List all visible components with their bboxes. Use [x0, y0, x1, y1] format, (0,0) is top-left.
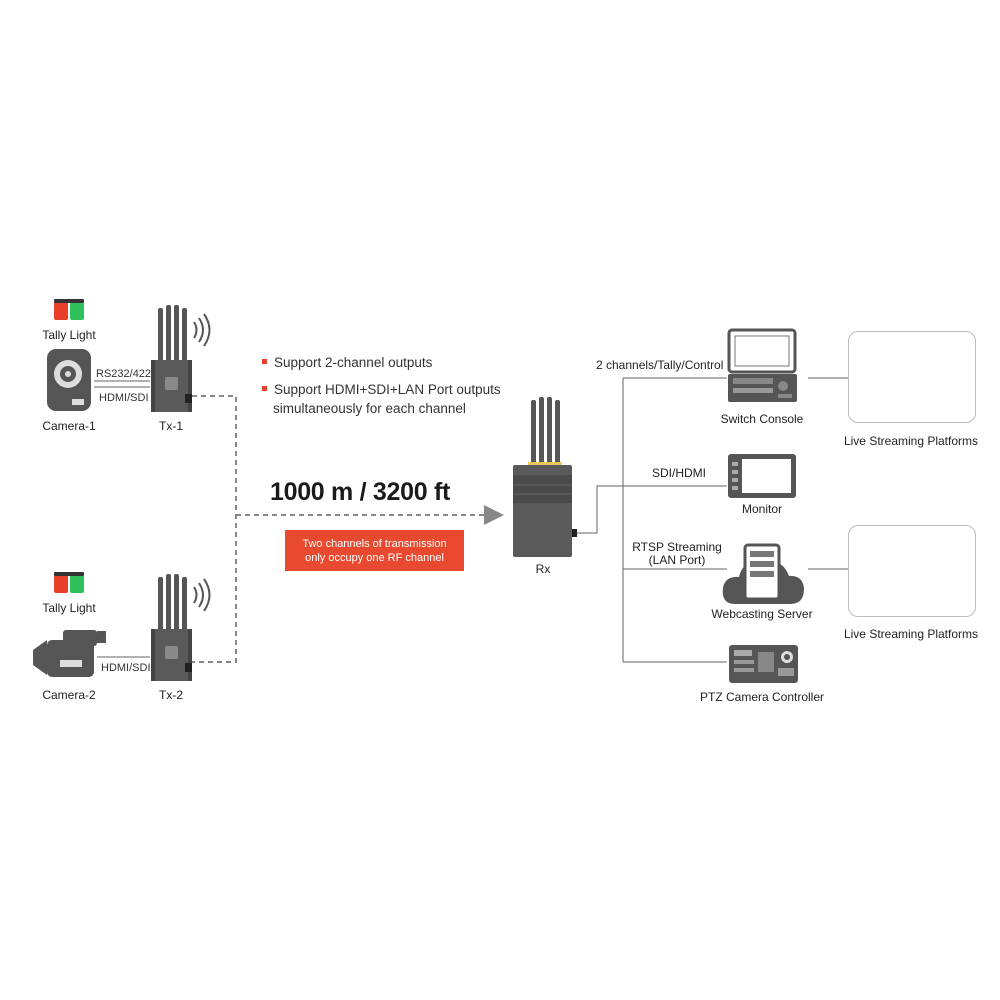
feature-bullet-2-cont: simultaneously for each channel [273, 400, 466, 418]
streaming-platform-box-2 [848, 525, 976, 617]
feature-text-2: Support HDMI+SDI+LAN Port outputs [274, 382, 501, 397]
camera-1-link-top-label: RS232/422 [96, 368, 152, 380]
switch-console-label: Switch Console [720, 412, 804, 426]
tx-2-icon [151, 574, 211, 681]
rf-note-line-1: Two channels of transmission [302, 538, 447, 550]
ptz-controller-icon [729, 645, 798, 683]
streaming-platform-label-1: Live Streaming Platforms [843, 434, 979, 448]
camera-1-icon [47, 349, 91, 411]
feature-text-3: simultaneously for each channel [273, 401, 466, 416]
tally-light-1-label: Tally Light [42, 328, 96, 342]
feature-bullet-2: Support HDMI+SDI+LAN Port outputs [262, 381, 501, 399]
feature-text-1: Support 2-channel outputs [274, 355, 433, 370]
switch-link-label: 2 channels/Tally/Control [596, 358, 724, 372]
transmission-distance: 1000 m / 3200 ft [270, 478, 451, 506]
switch-console-icon [727, 328, 797, 402]
bullet-marker-icon [262, 385, 267, 391]
feature-bullet-1: Support 2-channel outputs [262, 354, 432, 372]
monitor-icon [728, 454, 796, 498]
tally-light-2-icon [54, 572, 84, 593]
ptz-controller-label: PTZ Camera Controller [699, 690, 825, 704]
webcasting-server-label: Webcasting Server [711, 607, 813, 621]
monitor-label: Monitor [741, 502, 783, 516]
rf-note-line-2: only occupy one RF channel [305, 552, 444, 564]
rf-channel-note: Two channels of transmission only occupy… [285, 530, 464, 571]
rx-icon [513, 397, 577, 557]
camera-1-links [94, 380, 150, 388]
server-link-label-1: RTSP Streaming [632, 540, 722, 554]
output-links [577, 377, 848, 663]
monitor-link-label: SDI/HDMI [652, 466, 706, 480]
rx-label: Rx [535, 562, 551, 576]
tx-2-label: Tx-2 [159, 688, 183, 702]
camera-2-label: Camera-2 [42, 688, 96, 702]
tx-1-label: Tx-1 [159, 419, 183, 433]
bullet-marker-icon [262, 358, 267, 364]
server-link-label-2: (LAN Port) [648, 553, 706, 567]
camera-1-link-bottom-label: HDMI/SDI [99, 392, 149, 404]
camera-2-link-label: HDMI/SDI [101, 662, 151, 674]
wireless-links [192, 395, 504, 663]
camera-2-icon [33, 630, 106, 677]
tally-light-1-icon [54, 299, 84, 320]
streaming-platform-box-1 [848, 331, 976, 423]
webcasting-server-icon [722, 543, 804, 604]
streaming-platform-label-2: Live Streaming Platforms [843, 627, 979, 641]
tx-1-icon [151, 305, 211, 412]
camera-1-label: Camera-1 [42, 419, 96, 433]
tally-light-2-label: Tally Light [42, 601, 96, 615]
